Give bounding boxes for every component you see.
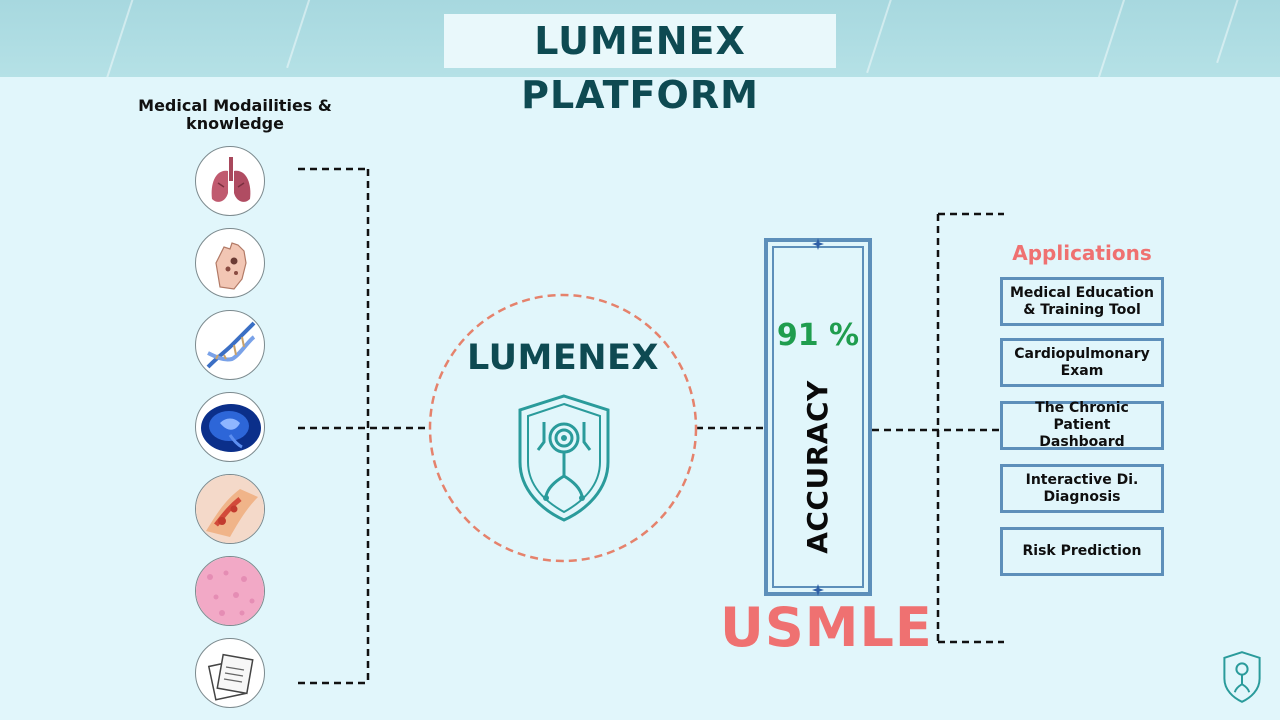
application-item: Risk Prediction <box>1000 527 1164 576</box>
benchmark-label: USMLE <box>720 596 933 659</box>
page-title: LUMENEX PLATFORM <box>521 19 759 117</box>
dna-icon <box>195 310 265 380</box>
hub-brand-name: LUMENEX <box>467 338 659 378</box>
application-item: Cardiopulmonary Exam <box>1000 338 1164 387</box>
histology-icon <box>195 556 265 626</box>
shield-stethoscope-icon <box>518 394 610 522</box>
title-plate <box>444 14 836 68</box>
accuracy-label: ACCURACY <box>801 380 834 554</box>
application-item: Medical Education & Training Tool <box>1000 277 1164 326</box>
lungs-icon <box>195 146 265 216</box>
corner-shield-logo-icon <box>1223 651 1261 703</box>
tissue-anatomy-icon <box>195 474 265 544</box>
brain-mri-icon <box>195 392 265 462</box>
modalities-title: Medical Modailities & knowledge <box>138 96 332 133</box>
accuracy-value: 91 % <box>776 318 860 353</box>
application-item: The Chronic Patient Dashboard <box>1000 400 1164 450</box>
documents-icon <box>195 638 265 708</box>
applications-title: Applications <box>1012 241 1152 265</box>
hand-skin-icon <box>195 228 265 298</box>
sparkle-icon <box>812 238 824 250</box>
application-item: Interactive Di. Diagnosis <box>1000 464 1164 513</box>
sparkle-icon <box>812 584 824 596</box>
